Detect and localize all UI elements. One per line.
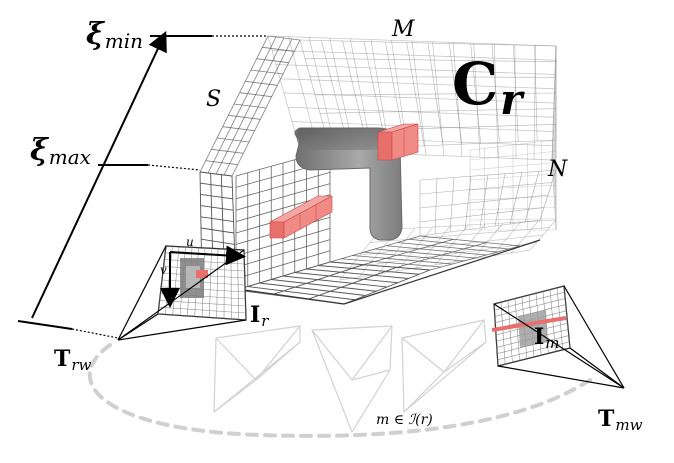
axis-s-label: S [206, 87, 221, 112]
faded-camera-1 [214, 326, 300, 412]
base-dotted [72, 329, 118, 338]
v-axis-label: v [160, 263, 167, 277]
xi-max-label: ξmax [30, 133, 91, 169]
u-axis-label: u [186, 235, 194, 249]
xi-max-dotted [148, 165, 200, 170]
xi-min-label: ξmin [86, 17, 143, 53]
reference-image-label: Ir [250, 302, 269, 330]
red-block-front [270, 196, 332, 238]
set-label: m ∈ ℐ(r) [376, 412, 433, 428]
depth-arrow [32, 40, 162, 318]
axis-n-label: N [547, 157, 568, 182]
axis-m-label: M [391, 17, 415, 42]
base-tick [18, 321, 72, 329]
matching-pose-label: Tmw [598, 406, 643, 434]
labels: ξmin ξmax Cr M N S u v Ir Im Trw Tmw m ∈… [30, 17, 643, 434]
reference-camera [118, 246, 246, 340]
faded-camera-3 [402, 320, 486, 412]
faded-cameras [214, 320, 486, 432]
reference-pose-label: Trw [54, 346, 92, 374]
